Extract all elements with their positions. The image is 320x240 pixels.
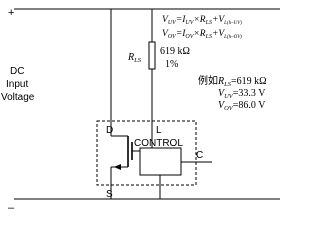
pin-c-label: C: [196, 150, 203, 161]
minus-terminal: –: [8, 202, 15, 214]
example-rls: 例如RLS=619 kΩ: [198, 74, 267, 88]
control-block: [139, 147, 182, 176]
ov-equation: VOV=IOV×RLS+VL(h–OV): [162, 29, 242, 40]
control-label: CONTROL: [134, 138, 183, 149]
ic-package: [96, 120, 197, 186]
uv-equation: VUV=IUV×RLS+VL(h–UV): [162, 15, 242, 26]
example-vuv: VUV=33.3 V: [218, 88, 266, 100]
example-vov: VOV=86.0 V: [218, 100, 266, 112]
pin-d-label: D: [106, 125, 113, 136]
pin-s-label: S: [106, 189, 113, 200]
resistor-name: RLS: [127, 52, 142, 64]
resistor-tolerance: 1%: [165, 59, 178, 70]
plus-terminal: +: [8, 7, 14, 19]
pin-l-label: L: [156, 125, 162, 136]
resistor-rls: [148, 41, 156, 70]
source-label-line2: Input: [6, 79, 28, 90]
resistor-value: 619 kΩ: [160, 46, 190, 57]
source-label-line1: DC: [10, 66, 24, 77]
mosfet-arrow: [114, 164, 121, 170]
circuit-diagram: + – DC Input Voltage VUV=IUV×RLS+VL(h–UV…: [1, 7, 280, 214]
source-label-line3: Voltage: [1, 92, 35, 103]
